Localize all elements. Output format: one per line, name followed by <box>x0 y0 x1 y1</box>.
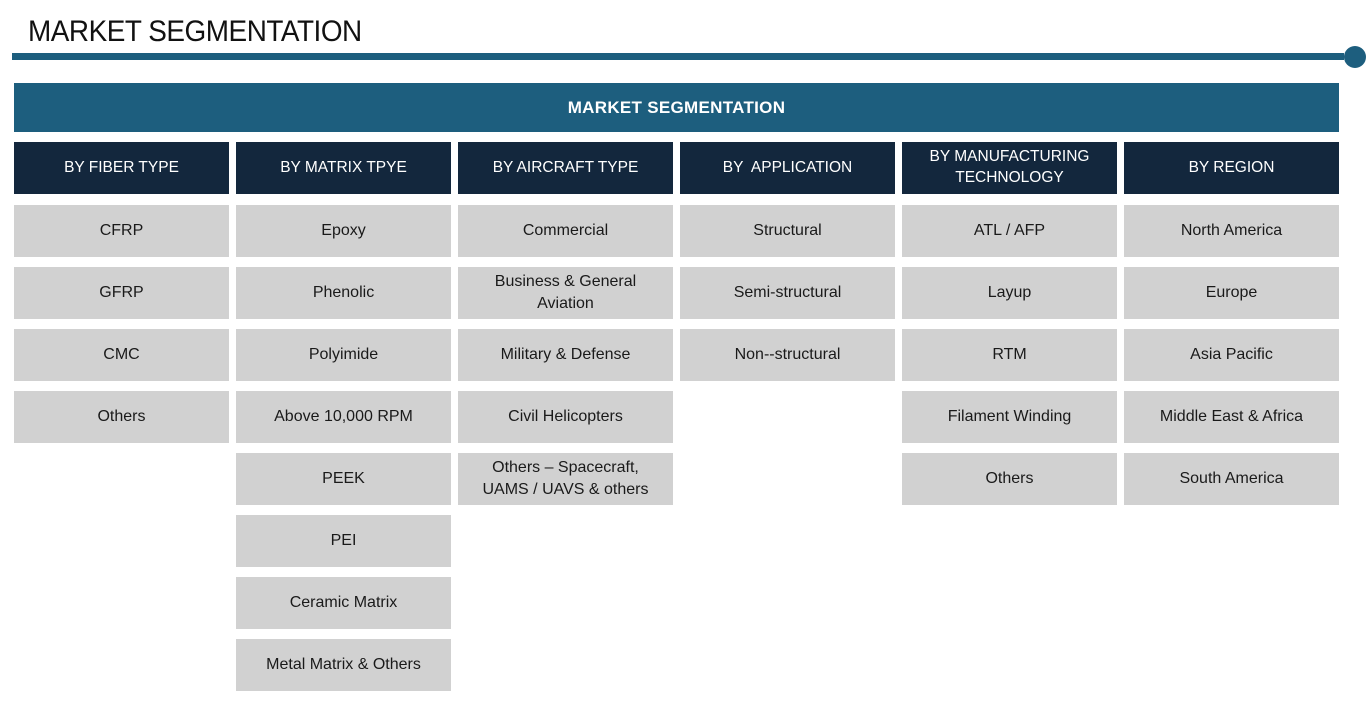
segment-cell-label: Epoxy <box>321 221 366 239</box>
segment-cell: CFRP <box>14 205 229 257</box>
segment-cell-label: Layup <box>987 283 1032 301</box>
segment-cell: Europe <box>1124 267 1339 319</box>
segment-cell: Civil Helicopters <box>458 391 673 443</box>
column-header: BY REGION <box>1124 142 1339 194</box>
segment-cell-label: Structural <box>753 221 822 239</box>
segment-cell-label: PEI <box>330 531 357 549</box>
column-items: CFRP GFRP CMC Others <box>14 205 229 443</box>
segment-cell-label: Others <box>985 469 1034 487</box>
segment-cell: Others <box>902 453 1117 505</box>
segment-cell-label: Civil Helicopters <box>508 407 623 425</box>
segment-cell: Filament Winding <box>902 391 1117 443</box>
segmentation-banner: MARKET SEGMENTATION <box>14 83 1339 132</box>
segment-cell: PEI <box>236 515 451 567</box>
segment-cell-label: Business & General Aviation <box>494 272 637 312</box>
segment-cell-label: RTM <box>992 345 1027 363</box>
segment-cell: Non--structural <box>680 329 895 381</box>
segment-column: BY MANUFACTURING TECHNOLOGY ATL / AFP Lay… <box>902 142 1117 691</box>
segment-cell-label: Ceramic Matrix <box>289 593 398 611</box>
segment-cell-label: Military & Defense <box>500 345 631 363</box>
column-header: BY MATRIX TPYE <box>236 142 451 194</box>
segment-cell: Business & General Aviation <box>458 267 673 319</box>
segment-cell: Commercial <box>458 205 673 257</box>
segmentation-banner-label: MARKET SEGMENTATION <box>567 97 786 117</box>
segmentation-columns: BY FIBER TYPE CFRP GFRP CMC Others BY MATRI… <box>14 142 1339 691</box>
segment-cell: Layup <box>902 267 1117 319</box>
column-header-label: BY REGION <box>1188 158 1275 176</box>
segment-cell: Middle East & Africa <box>1124 391 1339 443</box>
segment-cell: ATL / AFP <box>902 205 1117 257</box>
segment-cell: CMC <box>14 329 229 381</box>
column-header: BY APPLICATION <box>680 142 895 194</box>
segment-cell: Others <box>14 391 229 443</box>
segment-cell-label: Asia Pacific <box>1190 345 1273 363</box>
page-title: MARKET SEGMENTATION <box>28 15 362 48</box>
column-header-label: BY FIBER TYPE <box>64 158 179 176</box>
segment-cell-label: Europe <box>1205 283 1258 301</box>
segment-cell-label: Commercial <box>522 221 609 239</box>
column-header: BY AIRCRAFT TYPE <box>458 142 673 194</box>
segment-cell-label: Semi-structural <box>733 283 842 301</box>
segment-cell: Semi-structural <box>680 267 895 319</box>
segment-cell-label: Metal Matrix & Others <box>266 655 421 673</box>
segment-cell-label: Non--structural <box>734 345 841 363</box>
column-header-label: BY APPLICATION <box>722 158 853 176</box>
segment-cell: Ceramic Matrix <box>236 577 451 629</box>
segment-cell: Structural <box>680 205 895 257</box>
segment-cell: South America <box>1124 453 1339 505</box>
segment-cell: Polyimide <box>236 329 451 381</box>
segment-cell-label: Others – Spacecraft, UAMS / UAVS & other… <box>482 458 649 498</box>
segment-cell: Others – Spacecraft, UAMS / UAVS & other… <box>458 453 673 505</box>
segment-cell: Metal Matrix & Others <box>236 639 451 691</box>
column-header-label: BY AIRCRAFT TYPE <box>492 158 639 176</box>
column-header: BY FIBER TYPE <box>14 142 229 194</box>
segment-cell-label: PEEK <box>322 469 365 487</box>
title-underline-rule <box>12 53 1344 60</box>
segment-cell: Military & Defense <box>458 329 673 381</box>
segment-cell-label: ATL / AFP <box>973 221 1046 239</box>
segment-cell-label: North America <box>1180 221 1283 239</box>
segment-cell: Asia Pacific <box>1124 329 1339 381</box>
segment-cell: Phenolic <box>236 267 451 319</box>
segment-cell-label: Filament Winding <box>947 407 1072 425</box>
segment-cell-label: Polyimide <box>308 345 379 363</box>
segment-cell: North America <box>1124 205 1339 257</box>
segment-cell-label: Middle East & Africa <box>1159 407 1304 425</box>
column-header-label: BY MATRIX TPYE <box>280 158 407 176</box>
title-underline-dot <box>1344 46 1366 68</box>
segment-cell-label: GFRP <box>99 283 144 301</box>
segment-cell: Epoxy <box>236 205 451 257</box>
segment-cell: PEEK <box>236 453 451 505</box>
segment-cell-label: CFRP <box>99 221 144 239</box>
segment-cell-label: South America <box>1179 469 1284 487</box>
segment-cell-label: Phenolic <box>312 283 375 301</box>
segment-cell-label: Others <box>97 407 146 425</box>
column-header: BY MANUFACTURING TECHNOLOGY <box>902 142 1117 194</box>
segment-cell: Above 10,000 RPM <box>236 391 451 443</box>
segment-cell-label: Above 10,000 RPM <box>274 407 413 425</box>
segment-cell: RTM <box>902 329 1117 381</box>
column-header-label: BY MANUFACTURING TECHNOLOGY <box>929 148 1094 186</box>
segment-cell: GFRP <box>14 267 229 319</box>
segment-column: BY FIBER TYPE CFRP GFRP CMC Others <box>14 142 229 691</box>
segment-cell-label: CMC <box>103 345 140 363</box>
